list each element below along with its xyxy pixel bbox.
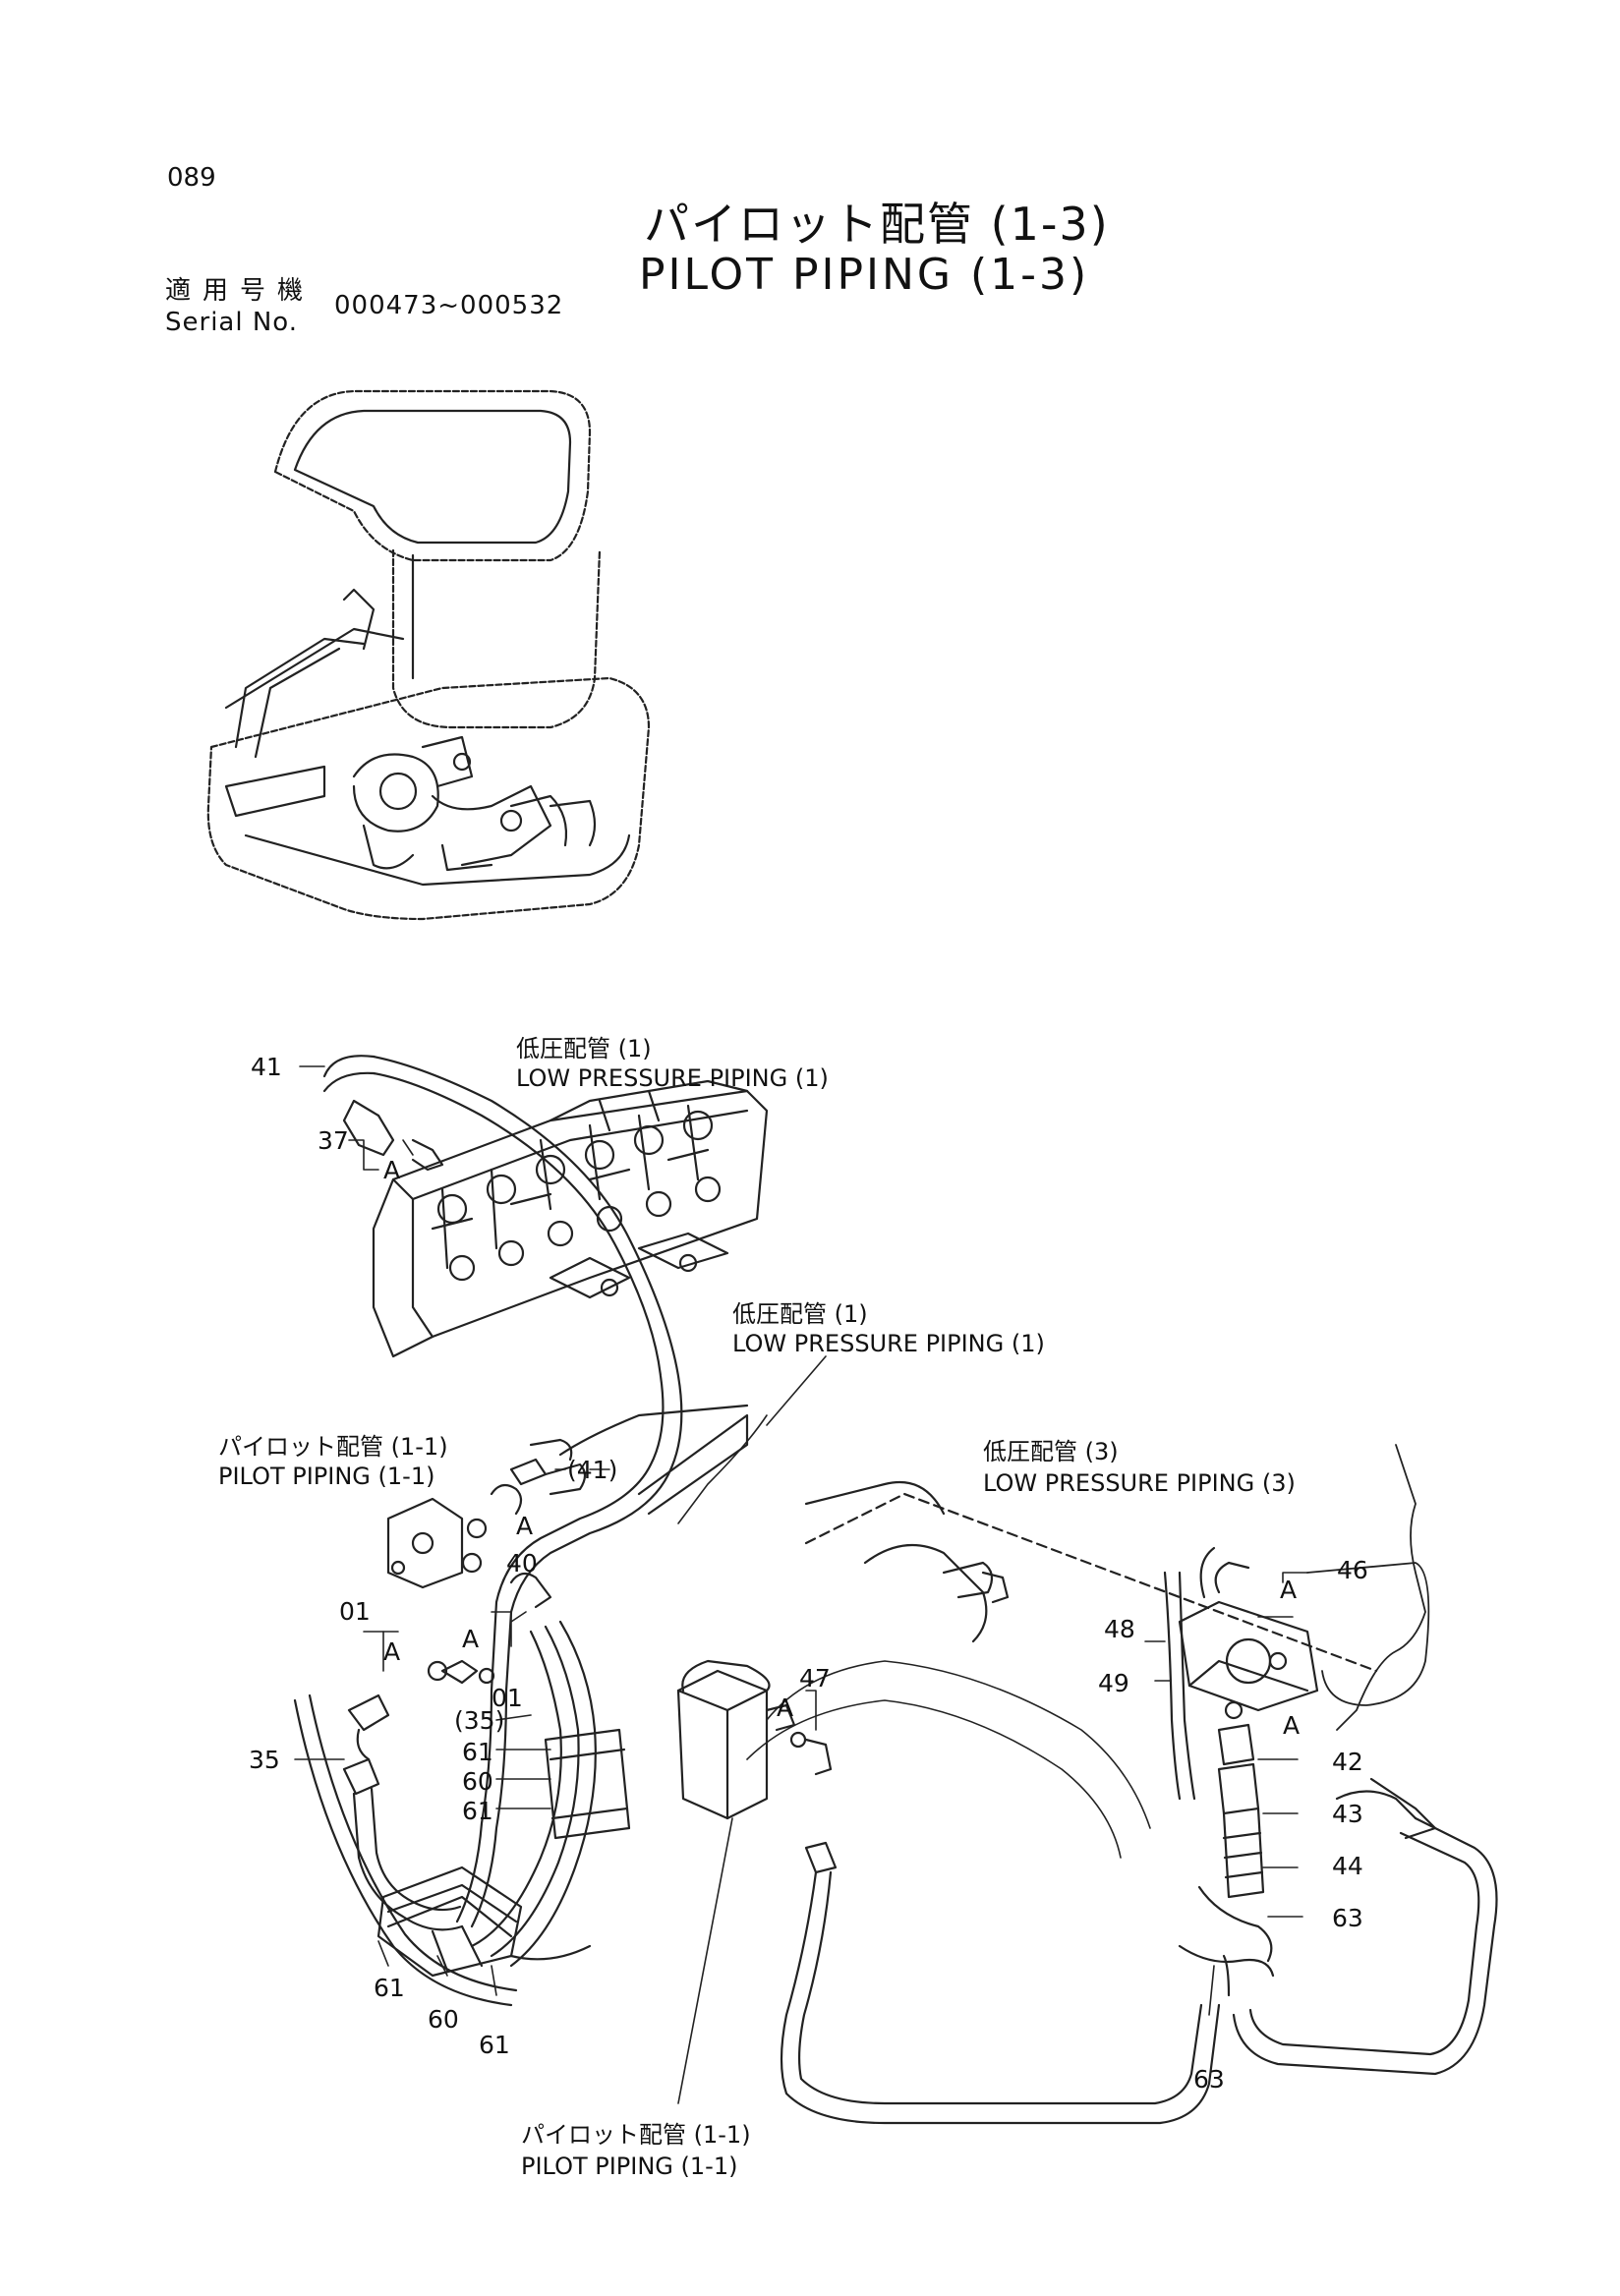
label-low-pressure-3-en: LOW PRESSURE PIPING (3): [983, 1469, 1296, 1497]
callout-35: 35: [249, 1746, 280, 1774]
callout-48: 48: [1104, 1615, 1135, 1643]
callout-61-bottom-right: 61: [479, 2031, 510, 2059]
callout-42: 42: [1332, 1748, 1363, 1776]
callout-60-bottom: 60: [428, 2005, 459, 2034]
view-mark-a-7: A: [1283, 1711, 1301, 1740]
label-pilot-piping-1-1-left-en: PILOT PIPING (1-1): [218, 1463, 435, 1490]
callout-61-mid: 61: [462, 1797, 493, 1825]
view-mark-a-6: A: [1280, 1576, 1298, 1604]
label-low-pressure-1-mid-jp: 低圧配管 (1): [732, 1300, 868, 1328]
frame-lines: [558, 1404, 1151, 1859]
label-low-pressure-3-jp: 低圧配管 (3): [983, 1438, 1119, 1465]
callout-01-left: 01: [339, 1597, 371, 1626]
callout-63-bottom: 63: [1193, 2065, 1225, 2094]
view-mark-a-3: A: [383, 1637, 401, 1666]
view-mark-a-4: A: [462, 1625, 480, 1653]
hose-bundle-with-sleeve: [293, 1620, 631, 2007]
filter-illustration: [676, 1659, 1221, 2125]
right-pump-assembly: [804, 1444, 1498, 2076]
callout-43: 43: [1332, 1800, 1363, 1828]
machine-overview-illustration: [206, 389, 651, 921]
title-japanese: パイロット配管 (1-3): [644, 198, 1110, 251]
callout-63-right: 63: [1332, 1904, 1363, 1932]
callout-60-top: 60: [462, 1767, 493, 1796]
page-number: 089: [167, 163, 216, 193]
callout-40: 40: [506, 1549, 538, 1578]
callout-35-ref: (35): [454, 1706, 505, 1735]
callout-49: 49: [1098, 1669, 1129, 1697]
callout-41: 41: [251, 1053, 282, 1081]
serial-label-japanese: 適用号機: [165, 276, 316, 306]
leader-lines: [294, 1065, 1308, 2104]
left-fitting-group: [342, 1438, 587, 1931]
pilot-hose-41: [322, 1055, 683, 1928]
view-mark-a-5: A: [777, 1693, 794, 1722]
label-pilot-piping-1-1-bottom-en: PILOT PIPING (1-1): [521, 2152, 738, 2180]
callout-37: 37: [318, 1126, 349, 1155]
callout-44: 44: [1332, 1852, 1363, 1880]
label-low-pressure-1-top-en: LOW PRESSURE PIPING (1): [516, 1064, 829, 1092]
title-english: PILOT PIPING (1-3): [639, 250, 1090, 300]
label-pilot-piping-1-1-left-jp: パイロット配管 (1-1): [218, 1433, 448, 1461]
callout-61-bottom-left: 61: [374, 1974, 405, 2002]
serial-range: 000473~000532: [334, 291, 564, 320]
label-low-pressure-1-mid-en: LOW PRESSURE PIPING (1): [732, 1330, 1045, 1357]
view-mark-a-2: A: [516, 1512, 534, 1540]
view-mark-a-1: A: [383, 1156, 401, 1184]
callout-61-top: 61: [462, 1738, 493, 1766]
label-pilot-piping-1-1-bottom-jp: パイロット配管 (1-1): [521, 2121, 751, 2149]
callout-01-right: 01: [492, 1684, 523, 1712]
serial-label-english: Serial No.: [165, 308, 298, 337]
callout-46: 46: [1337, 1556, 1368, 1584]
callout-41-ref: (41): [567, 1456, 618, 1484]
callout-47: 47: [799, 1664, 831, 1693]
label-low-pressure-1-top-jp: 低圧配管 (1): [516, 1035, 652, 1062]
control-valve-illustration: [372, 1079, 769, 1358]
